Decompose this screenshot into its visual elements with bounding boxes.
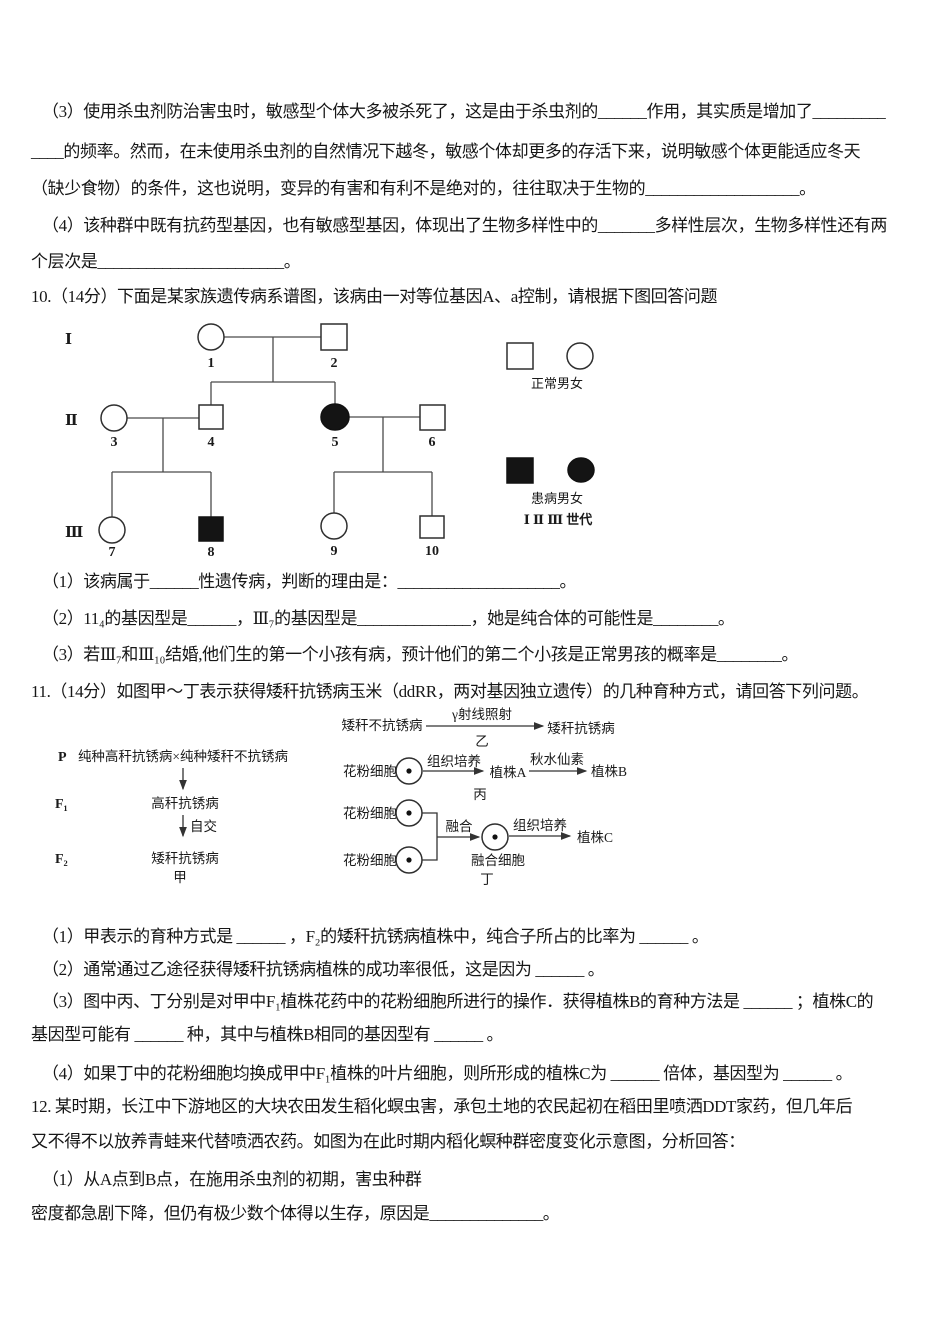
q9-part3-line1: （3）使用杀虫剂防治害虫时，敏感型个体大多被杀死了，这是由于杀虫剂的______… — [42, 102, 886, 121]
generation-label-1: Ⅰ — [65, 332, 72, 348]
fused-cell-nucleus — [492, 834, 498, 840]
legend-normal-male-icon — [506, 342, 534, 370]
pedigree-diagram: Ⅰ Ⅱ Ⅲ 1 2 3 4 5 6 7 — [65, 323, 595, 560]
q12-stem-line1: 12. 某时期，长江中下游地区的大块农田发生稻化螟虫害，承包土地的农民起初在稻田… — [31, 1097, 853, 1116]
fused-cell-text-label: 融合细胞 — [471, 853, 525, 868]
method-bing-label: 丙 — [473, 787, 487, 802]
p-cross-text: 纯种高秆抗锈病×纯种矮秆不抗锈病 — [78, 748, 288, 764]
generation-label-2: Ⅱ — [65, 413, 78, 429]
q11-part3-line2: 基因型可能有 ______ 种，其中与植株B相同的基因型有 ______ 。 — [31, 1025, 504, 1044]
pedigree-number-5: 5 — [332, 435, 339, 450]
pedigree-number-10: 10 — [425, 544, 439, 559]
q12-part1-line1: （1）从A点到B点，在施用杀虫剂的初期，害虫种群 — [42, 1170, 422, 1189]
q11-stem: 11.（14分）如图甲～丁表示获得矮秆抗锈病玉米（ddRR，两对基因独立遗传）的… — [31, 682, 869, 701]
pollen-cell-nucleus-ding-1 — [406, 810, 412, 816]
q11-part2: （2）通常通过乙途径获得矮秆抗锈病植株的成功率很低，这是因为 ______ 。 — [42, 960, 605, 979]
pedigree-number-3: 3 — [111, 435, 118, 450]
method-yi-label: 乙 — [475, 734, 489, 749]
p-generation-label: P — [58, 750, 67, 765]
f2-label: F₂ — [55, 852, 68, 867]
pedigree-individual-9-female-normal — [320, 512, 348, 540]
q9-part3-line3: （缺少食物）的条件，这也说明，变异的有害和有利不是绝对的，往往取决于生物的___… — [31, 179, 816, 198]
q11-part3-line1: （3）图中丙、丁分别是对甲中F₁植株花药中的花粉细胞所进行的操作．获得植株B的育… — [42, 992, 874, 1011]
yi-from-text: 矮秆不抗锈病 — [342, 718, 423, 733]
legend-affected-male-icon — [506, 457, 534, 484]
f1-text: 高秆抗锈病 — [151, 795, 219, 811]
pedigree-individual-6-male-normal — [419, 404, 446, 431]
tissue-culture-label-bing: 组织培养 — [427, 754, 481, 769]
pedigree-individual-8-male-affected — [198, 516, 224, 542]
legend-normal-label: 正常男女 — [531, 376, 583, 391]
pollen-cell-icon-bing — [395, 757, 423, 785]
pedigree-number-8: 8 — [208, 545, 215, 560]
q12-stem-line2: 又不得不以放养青蛙来代替喷洒农药。如图为在此时期内稻化螟种群密度变化示意图，分析… — [31, 1132, 745, 1151]
q10-part2: （2）11₄的基因型是______，Ⅲ₇的基因型是______________，… — [42, 609, 735, 628]
pedigree-individual-2-male-normal — [320, 323, 348, 351]
pedigree-individual-3-female-normal — [100, 404, 128, 432]
breeding-diagram: P 纯种高秆抗锈病×纯种矮秆不抗锈病 F₁ 高秆抗锈病 自交 F₂ 矮秆抗锈病 … — [55, 707, 627, 887]
legend-generations-label: Ⅰ Ⅱ Ⅲ 世代 — [524, 512, 593, 527]
q11-part1: （1）甲表示的育种方式是 ______ ，F₂的矮秆抗锈病植株中，纯合子所占的比… — [42, 927, 709, 946]
pedigree-individual-4-male-normal — [198, 404, 224, 430]
plant-c-label: 植株C — [577, 830, 613, 845]
q11-part4: （4）如果丁中的花粉细胞均换成甲中F₁植株的叶片细胞，则所形成的植株C为 ___… — [42, 1064, 853, 1083]
fused-cell-icon — [481, 823, 509, 851]
pedigree-number-1: 1 — [208, 356, 215, 371]
plant-b-label: 植株B — [591, 764, 627, 779]
pedigree-number-2: 2 — [331, 356, 338, 371]
method-jia-label: 甲 — [173, 870, 187, 885]
q10-stem: 10.（14分）下面是某家族遗传病系谱图，该病由一对等位基因A、a控制，请根据下… — [31, 287, 718, 306]
pedigree-number-9: 9 — [331, 544, 338, 559]
bing-pollen-label: 花粉细胞 — [343, 764, 397, 779]
q12-part1-line2: 密度都急剧下降，但仍有极少数个体得以生存，原因是______________。 — [31, 1204, 560, 1223]
plant-a-label: 植株A — [490, 765, 527, 780]
q9-part4-line1: （4）该种群中既有抗药型基因，也有敏感型基因，体现出了生物多样性中的______… — [42, 216, 887, 235]
legend-normal-female-icon — [566, 342, 594, 370]
pedigree-individual-10-male-normal — [419, 515, 445, 539]
method-ding-label: 丁 — [480, 872, 494, 887]
fusion-label: 融合 — [446, 819, 473, 834]
f1-label: F₁ — [55, 797, 68, 812]
yi-to-text: 矮秆抗锈病 — [547, 721, 615, 736]
ding-pollen2-label: 花粉细胞 — [343, 853, 397, 868]
pedigree-individual-1-female-normal — [197, 323, 225, 351]
f2-text: 矮秆抗锈病 — [151, 851, 219, 866]
pedigree-individual-5-female-affected — [320, 403, 350, 431]
q9-part4-line2: 个层次是_______________________。 — [31, 252, 301, 271]
q10-part1: （1）该病属于______性遗传病，判断的理由是：_______________… — [42, 572, 577, 591]
q9-part3-line2: ____的频率。然而，在未使用杀虫剂的自然情况下越冬，敏感个体却更多的存活下来，… — [31, 142, 861, 161]
pedigree-number-4: 4 — [208, 435, 215, 450]
fusion-bracket — [422, 812, 438, 861]
pollen-cell-nucleus-ding-2 — [406, 857, 412, 863]
q10-part3: （3）若Ⅲ₇和Ⅲ₁₀结婚,他们生的第一个小孩有病，预计他们的第二个小孩是正常男孩… — [42, 645, 799, 664]
pedigree-number-6: 6 — [429, 435, 436, 450]
colchicine-label: 秋水仙素 — [530, 752, 584, 767]
selfing-label: 自交 — [190, 818, 217, 834]
generation-label-3: Ⅲ — [65, 525, 83, 541]
gamma-ray-label: γ射线照射 — [451, 707, 512, 722]
ding-pollen1-label: 花粉细胞 — [343, 806, 397, 821]
pollen-cell-nucleus-bing — [406, 768, 412, 774]
pedigree-number-7: 7 — [109, 545, 116, 560]
tissue-culture-label-ding: 组织培养 — [513, 818, 567, 833]
legend-affected-label: 患病男女 — [531, 491, 583, 506]
pedigree-individual-7-female-normal — [98, 516, 126, 544]
legend-affected-female-icon — [567, 457, 595, 483]
